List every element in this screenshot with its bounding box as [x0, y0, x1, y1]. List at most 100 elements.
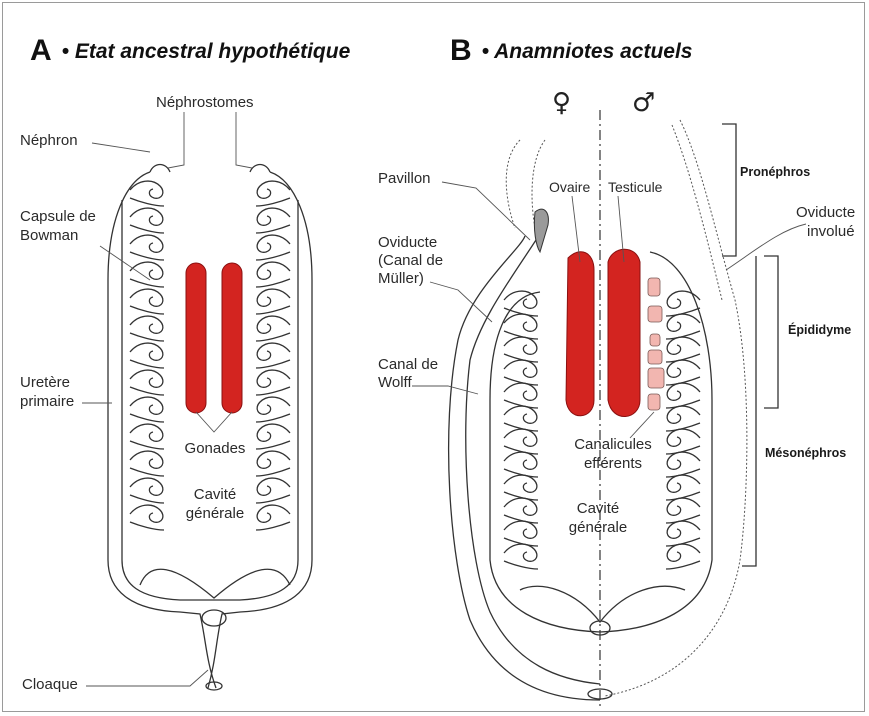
label-oviducte-line3: Müller) [378, 270, 424, 288]
heading-a: A• Etat ancestral hypothétique [30, 34, 350, 68]
tubule-b-right [666, 475, 700, 500]
label-cavite-a-line2: générale [170, 505, 260, 523]
leader-cloaque [86, 670, 208, 686]
tubule-b-left [504, 544, 538, 569]
tubule-a-left [130, 316, 164, 341]
label-gonades: Gonades [170, 440, 260, 458]
tubule-a-right [256, 451, 290, 476]
label-nephron: Néphron [20, 132, 78, 150]
leader-gonades [196, 412, 232, 432]
tubule-a-left [130, 397, 164, 422]
tubule-a-right [256, 505, 290, 530]
tubule-a-left [130, 208, 164, 233]
tubule-b-right [666, 406, 700, 431]
canalicule-efferent [650, 334, 660, 346]
tubule-b-left [504, 406, 538, 431]
label-uretere-line2: primaire [20, 393, 74, 411]
canalicule-efferent [648, 368, 664, 388]
heading-b: B• Anamniotes actuels [450, 34, 692, 68]
leader-wolff [412, 386, 478, 394]
tubule-a-right [256, 397, 290, 422]
label-pavillon: Pavillon [378, 170, 431, 188]
leader-pavillon [442, 182, 530, 240]
male-symbol: ♂ [632, 88, 655, 118]
label-epididyme: Épididyme [788, 321, 851, 339]
tubule-b-right [666, 291, 700, 316]
ovaire-gonad [566, 252, 594, 416]
tubule-a-left [130, 478, 164, 503]
label-cavite-b-line1: Cavité [548, 500, 648, 518]
label-capsule-line2: Bowman [20, 227, 78, 245]
tubule-b-right [666, 337, 700, 362]
label-cavite-b-line2: générale [548, 519, 648, 537]
leader-oviducte [430, 282, 492, 322]
tubule-a-left [130, 262, 164, 287]
label-oviducte-involue-line1: Oviducte [796, 204, 855, 222]
tubule-b-right [666, 383, 700, 408]
tubule-a-right [256, 316, 290, 341]
label-pronephros: Pronéphros [740, 163, 810, 181]
tubule-a-left [130, 370, 164, 395]
tubule-b-right [666, 360, 700, 385]
label-ovaire: Ovaire [549, 178, 590, 196]
tubule-a-left [130, 181, 164, 206]
tubule-a-left [130, 235, 164, 260]
female-symbol: ♀ [552, 88, 571, 118]
tubule-b-right [666, 544, 700, 569]
panel-b-lower-fold [520, 586, 685, 622]
pronephros-left-dotted [506, 140, 520, 228]
leader-oviducte-involue [726, 224, 806, 270]
tubule-a-right [256, 181, 290, 206]
tubule-b-left [504, 521, 538, 546]
label-cavite-a-line1: Cavité [170, 486, 260, 504]
gonad-a-left [186, 263, 206, 413]
label-mesonephros: Mésonéphros [765, 444, 846, 462]
tubule-a-right [256, 424, 290, 449]
leader-nephrostomes-left [168, 112, 184, 168]
label-canalicules-line1: Canalicules [548, 436, 678, 454]
leader-nephron [92, 143, 150, 152]
tubule-a-right [256, 478, 290, 503]
tubule-a-left [130, 424, 164, 449]
tubule-a-right [256, 289, 290, 314]
nephrostome-right-icon [250, 165, 270, 173]
label-oviducte-line1: Oviducte [378, 234, 437, 252]
tubule-a-right [256, 262, 290, 287]
tubule-b-left [504, 314, 538, 339]
tubule-a-right [256, 208, 290, 233]
tubule-a-right [256, 235, 290, 260]
canalicule-efferent [648, 278, 660, 296]
tubule-b-left [504, 498, 538, 523]
label-wolff-line1: Canal de [378, 356, 438, 374]
label-capsule-line1: Capsule de [20, 208, 96, 226]
label-oviducte-line2: (Canal de [378, 252, 443, 270]
gonad-a-right [222, 263, 242, 413]
bracket-epididyme [764, 256, 778, 408]
label-canalicules-line2: efférents [548, 455, 678, 473]
label-wolff-line2: Wolff [378, 374, 412, 392]
tubule-b-left [504, 383, 538, 408]
label-nephrostomes: Néphrostomes [156, 94, 254, 112]
tubule-b-left [504, 452, 538, 477]
tubule-b-right [666, 498, 700, 523]
bracket-pronephros [722, 124, 736, 256]
label-testicule: Testicule [608, 178, 662, 196]
panel-a-lower-fold [140, 569, 290, 598]
tubule-b-right [666, 521, 700, 546]
canalicule-efferent [648, 306, 662, 322]
canalicule-efferent [648, 394, 660, 410]
tubule-a-left [130, 343, 164, 368]
tubule-a-left [130, 289, 164, 314]
tubule-a-left [130, 451, 164, 476]
tubule-a-right [256, 370, 290, 395]
label-uretere-line1: Uretère [20, 374, 70, 392]
tubule-b-left [504, 475, 538, 500]
testicule-gonad [608, 249, 640, 416]
tubule-a-left [130, 505, 164, 530]
leader-nephrostomes-right [236, 112, 252, 168]
pronephros-right-dotted [672, 125, 722, 300]
tubule-b-left [504, 360, 538, 385]
pavillon-funnel [534, 209, 548, 252]
tubule-b-right [666, 314, 700, 339]
label-cloaque: Cloaque [22, 676, 78, 694]
